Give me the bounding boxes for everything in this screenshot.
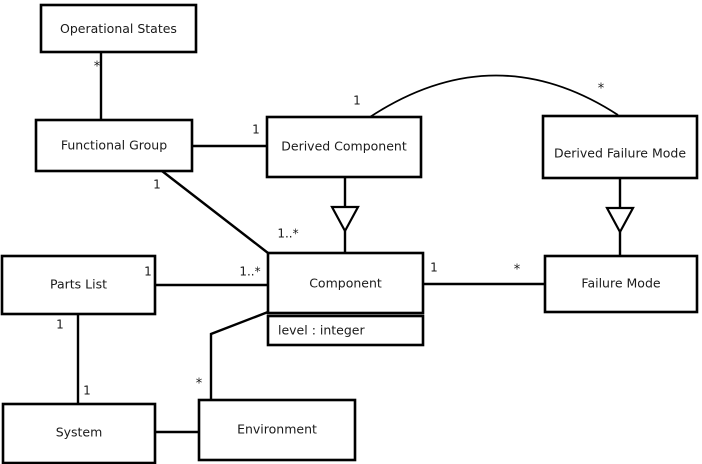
class-frame [34, 118, 194, 173]
class-name-label: Component [309, 276, 382, 291]
association-environment-component [209, 310, 269, 400]
multiplicity-arc-derived-failure-mode-end: * [598, 82, 605, 97]
generalization-derived-component-to-component [330, 177, 360, 253]
class-box-operational-states[interactable]: Operational States [39, 3, 198, 54]
multiplicity-parts-list-system-end: 1 [56, 318, 64, 332]
class-box-environment[interactable]: Environment [197, 398, 357, 462]
class-box-failure-mode[interactable]: Failure Mode [543, 254, 699, 314]
association-lines [76, 52, 545, 434]
class-box-derived-failure-mode[interactable]: Derived Failure Mode [541, 114, 699, 180]
generalization-triangle-icon [330, 205, 360, 234]
class-name-label: Parts List [50, 277, 107, 292]
generalization-derived-failure-mode-to-failure-mode [605, 178, 635, 256]
class-name-label: Derived Failure Mode [554, 146, 686, 161]
class-attribute-label: level : integer [278, 323, 365, 338]
class-name-label: Operational States [60, 21, 177, 36]
generalization-triangle-icon [605, 206, 635, 235]
class-name-label: Functional Group [61, 138, 167, 153]
class-name-label: Failure Mode [581, 276, 660, 291]
class-name-label: Environment [237, 422, 317, 437]
multiplicity-component-functional-group-end: 1..* [277, 227, 298, 241]
class-box-functional-group[interactable]: Functional Group [34, 118, 194, 173]
multiplicity-component-parts-list-end: 1..* [239, 265, 260, 279]
multiplicity-component-failure-mode-end: 1 [430, 261, 438, 275]
class-frame [543, 254, 699, 314]
multiplicity-parts-list-end: 1 [144, 265, 152, 279]
multiplicity-operational-states-end: * [94, 60, 101, 75]
class-box-component[interactable]: Component level : integer [266, 251, 425, 347]
class-box-system[interactable]: System [1, 402, 157, 464]
class-frame [39, 3, 198, 54]
class-attributes-compartment [266, 314, 425, 347]
class-frame [1, 402, 157, 464]
association-functional-group-component [161, 170, 269, 254]
multiplicity-system-parts-list-end: 1 [83, 384, 91, 398]
multiplicity-derived-component-end: 1 [252, 123, 260, 137]
class-name-label: System [56, 425, 103, 440]
multiplicity-arc-derived-component-end: 1 [353, 94, 361, 108]
class-name-label: Derived Component [281, 139, 407, 154]
class-box-derived-component[interactable]: Derived Component [265, 115, 423, 179]
class-frame [265, 115, 423, 179]
multiplicity-failure-mode-end: * [514, 263, 521, 278]
class-frame [266, 251, 425, 315]
class-frame [197, 398, 357, 462]
class-frame [0, 254, 157, 316]
association-arc-derived-component-derived-failure-mode [369, 74, 619, 118]
multiplicity-environment-component-end: * [196, 377, 203, 392]
class-frame [541, 114, 699, 180]
multiplicity-functional-group-component-end: 1 [153, 178, 161, 192]
multiplicity-labels: * 1 1 * 1 1..* 1 1..* 1 * 1 1 * [56, 60, 605, 398]
class-box-parts-list[interactable]: Parts List [0, 254, 157, 316]
